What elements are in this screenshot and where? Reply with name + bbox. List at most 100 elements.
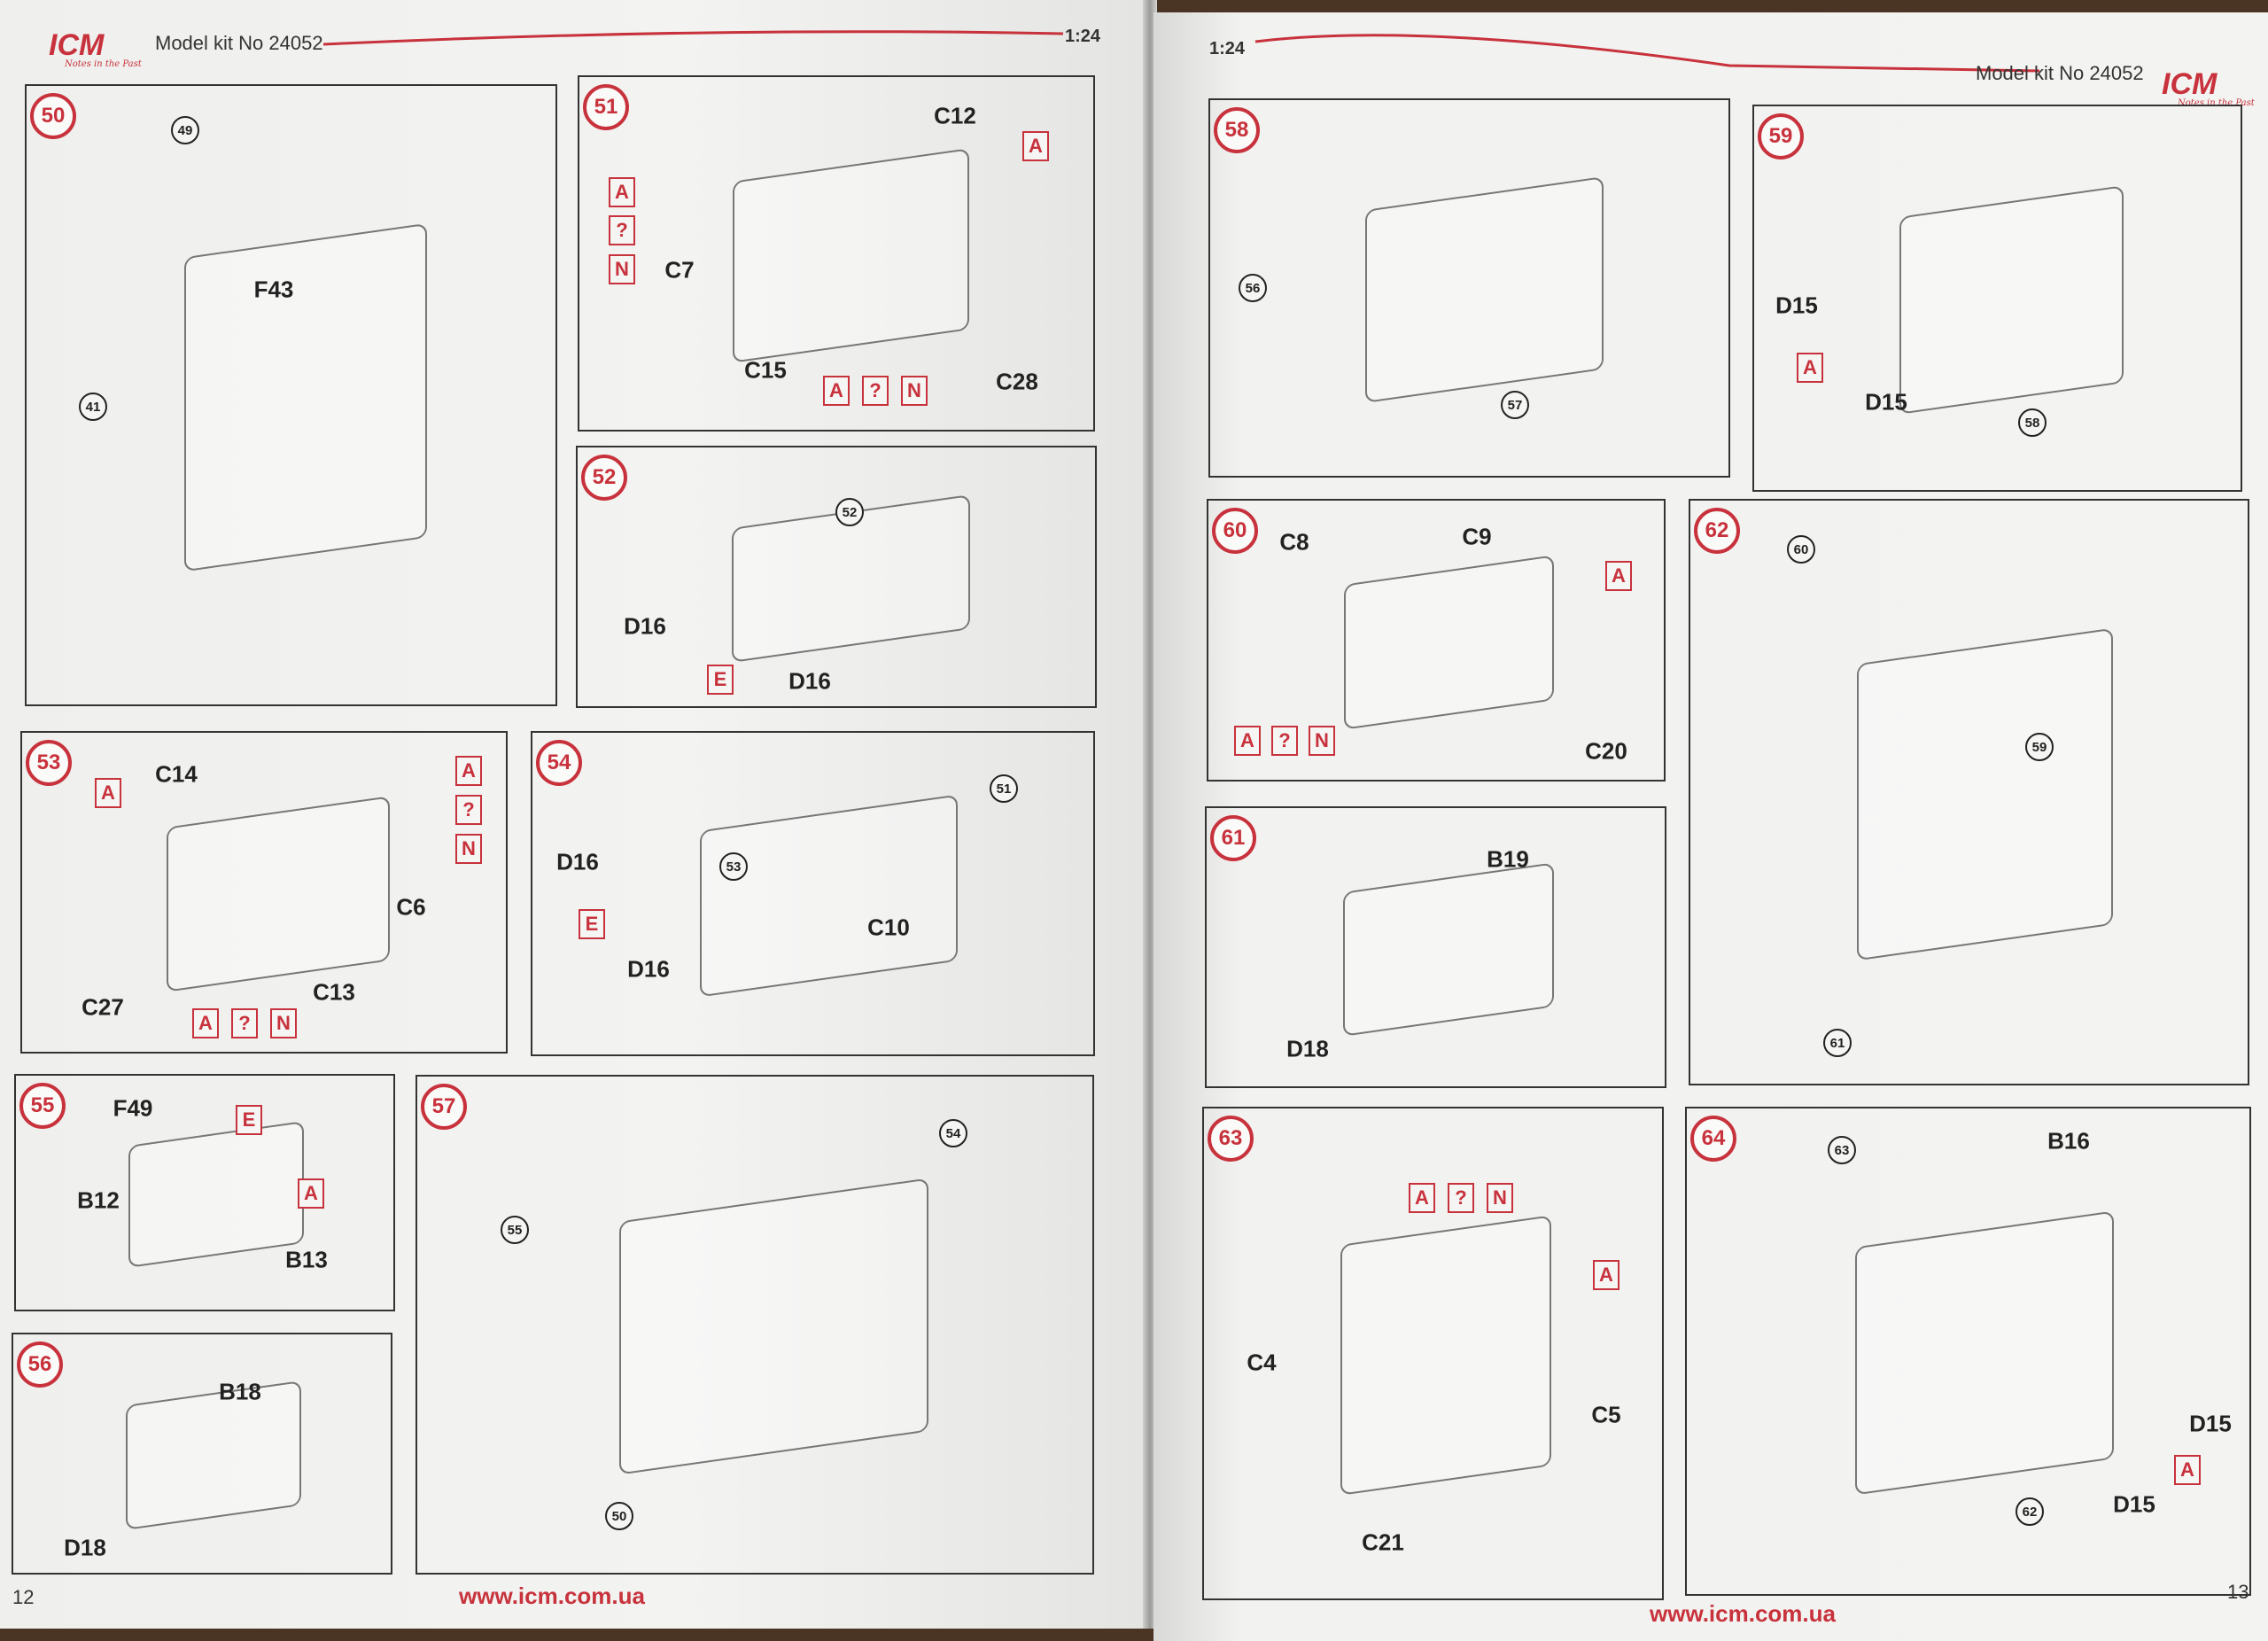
- step-number: 55: [19, 1083, 66, 1129]
- step-panel-54: [531, 731, 1095, 1056]
- part-label: B19: [1487, 845, 1529, 873]
- part-drawing: [1344, 555, 1555, 729]
- step-panel-56: [12, 1333, 392, 1575]
- logo-tagline: Notes in the Past: [65, 59, 142, 69]
- step-number: 60: [1212, 508, 1258, 554]
- step-panel-50: [25, 84, 557, 706]
- step-reference: 54: [939, 1119, 967, 1147]
- part-label: C4: [1247, 1349, 1277, 1376]
- step-panel-51: [578, 75, 1095, 432]
- step-reference: 53: [719, 852, 748, 881]
- step-reference: 57: [1501, 391, 1529, 419]
- part-drawing: [126, 1380, 301, 1530]
- part-label: C10: [867, 914, 910, 941]
- step-panel-58: [1208, 98, 1730, 478]
- kit-number: Model kit No 24052: [1976, 62, 2144, 84]
- paint-code-box: N: [1309, 726, 1335, 756]
- part-drawing: [167, 796, 390, 992]
- part-label: C21: [1362, 1528, 1404, 1556]
- part-label: C6: [396, 893, 426, 921]
- paint-code-box: ?: [862, 376, 889, 406]
- left-page: ICM Notes in the Past Model kit No 24052…: [0, 0, 1148, 1629]
- step-number: 63: [1208, 1116, 1254, 1162]
- step-panel-57: [416, 1075, 1094, 1575]
- step-number: 53: [26, 740, 72, 786]
- paint-code-box: A: [1022, 131, 1049, 161]
- step-reference: 58: [2018, 408, 2047, 437]
- part-label: B18: [219, 1378, 261, 1405]
- step-panel-64: [1685, 1107, 2251, 1596]
- step-reference: 63: [1828, 1136, 1856, 1164]
- part-label: C28: [996, 368, 1038, 395]
- scale-label: 1:24: [1065, 27, 1101, 46]
- part-drawing: [1899, 185, 2124, 415]
- step-reference: 59: [2025, 733, 2054, 761]
- part-label: C5: [1591, 1401, 1621, 1428]
- step-reference: 62: [2016, 1497, 2044, 1526]
- step-panel-52: [576, 446, 1097, 708]
- step-panel-55: [14, 1074, 395, 1311]
- step-panel-59: [1752, 105, 2242, 492]
- paint-code-box: A: [609, 177, 635, 207]
- paint-code-box: N: [1487, 1183, 1513, 1213]
- step-number: 52: [581, 455, 627, 501]
- logo-tagline: Notes in the Past: [2178, 98, 2255, 108]
- paint-code-box: A: [1234, 726, 1261, 756]
- website-url[interactable]: www.icm.com.ua: [1650, 1600, 1836, 1627]
- paint-code-box: N: [901, 376, 928, 406]
- part-drawing: [1340, 1215, 1552, 1496]
- step-reference: 41: [79, 393, 107, 421]
- logo-text: ICM: [49, 28, 105, 62]
- paint-code-box: A: [1797, 353, 1823, 383]
- step-number: 61: [1210, 815, 1256, 861]
- paint-code-box: A: [1593, 1260, 1619, 1290]
- icm-logo: ICM Notes in the Past: [2162, 67, 2255, 108]
- paint-code-box: A: [298, 1178, 324, 1209]
- step-panel-60: [1207, 499, 1666, 782]
- page-number: 13: [2227, 1581, 2249, 1603]
- part-label: D15: [1775, 292, 1818, 319]
- part-label: D16: [556, 848, 599, 875]
- part-label: C8: [1279, 528, 1309, 556]
- paint-code-box: A: [1605, 561, 1632, 591]
- step-number: 58: [1214, 107, 1260, 153]
- step-panel-63: [1202, 1107, 1664, 1600]
- step-reference: 51: [990, 774, 1018, 803]
- paint-code-box: ?: [231, 1008, 258, 1038]
- part-label: C20: [1585, 737, 1627, 765]
- paint-code-box: N: [609, 254, 635, 284]
- paint-code-box: A: [1409, 1183, 1435, 1213]
- step-reference: 50: [605, 1502, 633, 1530]
- step-number: 54: [536, 740, 582, 786]
- part-label: D16: [627, 955, 670, 983]
- part-drawing: [1856, 627, 2113, 960]
- step-number: 64: [1690, 1116, 1736, 1162]
- step-panel-61: [1205, 806, 1666, 1088]
- part-label: B12: [77, 1186, 120, 1214]
- part-label: C13: [313, 978, 355, 1006]
- part-label: D16: [624, 612, 666, 640]
- step-reference: 52: [835, 498, 864, 526]
- step-number: 51: [583, 84, 629, 130]
- paint-code-box: E: [579, 909, 605, 939]
- part-label: D15: [2113, 1490, 2155, 1518]
- paint-code-box: N: [455, 834, 482, 864]
- step-reference: 55: [501, 1216, 529, 1244]
- part-label: C12: [934, 102, 976, 129]
- step-reference: 56: [1239, 274, 1267, 302]
- website-url[interactable]: www.icm.com.ua: [459, 1583, 645, 1609]
- part-label: C7: [664, 256, 695, 284]
- kit-number: Model kit No 24052: [155, 32, 323, 54]
- header-rule: [1254, 34, 2040, 73]
- part-label: F43: [253, 276, 294, 303]
- step-number: 62: [1694, 508, 1740, 554]
- step-number: 50: [30, 93, 76, 139]
- icm-logo: ICM Notes in the Past: [49, 28, 142, 69]
- part-drawing: [128, 1121, 304, 1268]
- paint-code-box: A: [192, 1008, 219, 1038]
- part-label: C9: [1462, 523, 1492, 550]
- paint-code-box: N: [270, 1008, 297, 1038]
- paint-code-box: E: [707, 665, 734, 695]
- step-number: 56: [17, 1342, 63, 1388]
- paint-code-box: A: [95, 778, 121, 808]
